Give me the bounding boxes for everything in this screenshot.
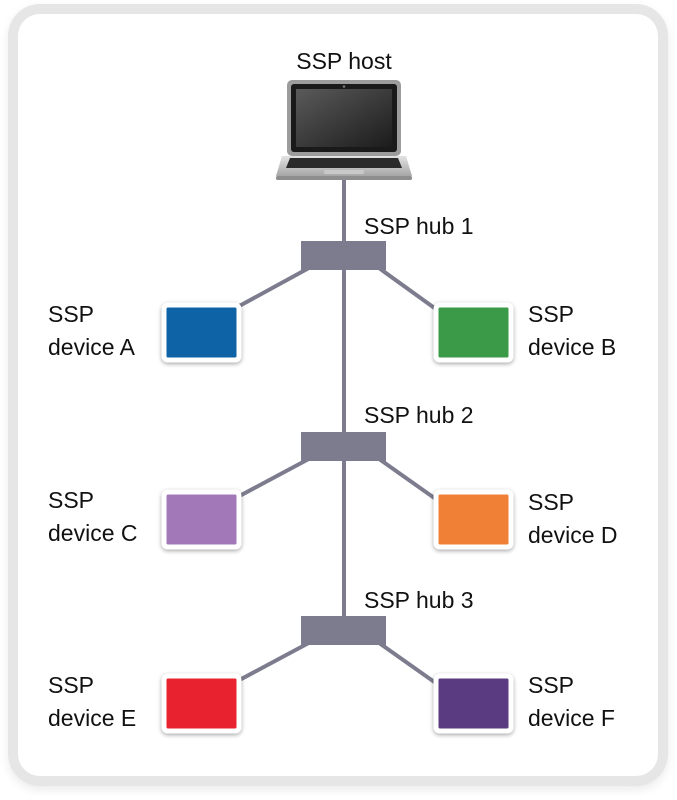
device-b-label-line1: SSP [528, 301, 574, 327]
hub-2-label: SSP hub 2 [364, 402, 474, 428]
device-d-label-line2: device D [528, 522, 617, 548]
hub-1 [301, 241, 386, 270]
hub-3 [301, 616, 386, 645]
laptop-icon [276, 80, 412, 180]
link-hub3-device-e [231, 636, 319, 686]
hub-1-label: SSP hub 1 [364, 213, 474, 239]
device-a-label-line2: device A [48, 334, 136, 360]
host-label: SSP host [296, 48, 392, 74]
device-c-label-line2: device C [48, 520, 137, 546]
device-f-label-line1: SSP [528, 672, 574, 698]
link-hub1-device-b [370, 261, 442, 314]
link-hub1-device-a [231, 261, 319, 312]
device-b-label-line2: device B [528, 334, 616, 360]
device-d-label-line1: SSP [528, 489, 574, 515]
device-c-box [161, 489, 242, 550]
hub-2 [301, 432, 386, 461]
device-f-box [433, 673, 514, 734]
device-c-label-line1: SSP [48, 487, 94, 513]
device-b-box [433, 302, 514, 363]
device-e-label-line1: SSP [48, 672, 94, 698]
hub-3-label: SSP hub 3 [364, 587, 474, 613]
device-e-label-line2: device E [48, 705, 136, 731]
link-hub2-device-c [231, 452, 319, 502]
device-f-label-line2: device F [528, 705, 615, 731]
device-a-box [161, 302, 242, 363]
device-d-box [433, 489, 514, 550]
device-e-box [161, 673, 242, 734]
device-a-label-line1: SSP [48, 301, 94, 327]
link-hub3-device-f [370, 636, 442, 688]
link-hub2-device-d [370, 452, 442, 504]
